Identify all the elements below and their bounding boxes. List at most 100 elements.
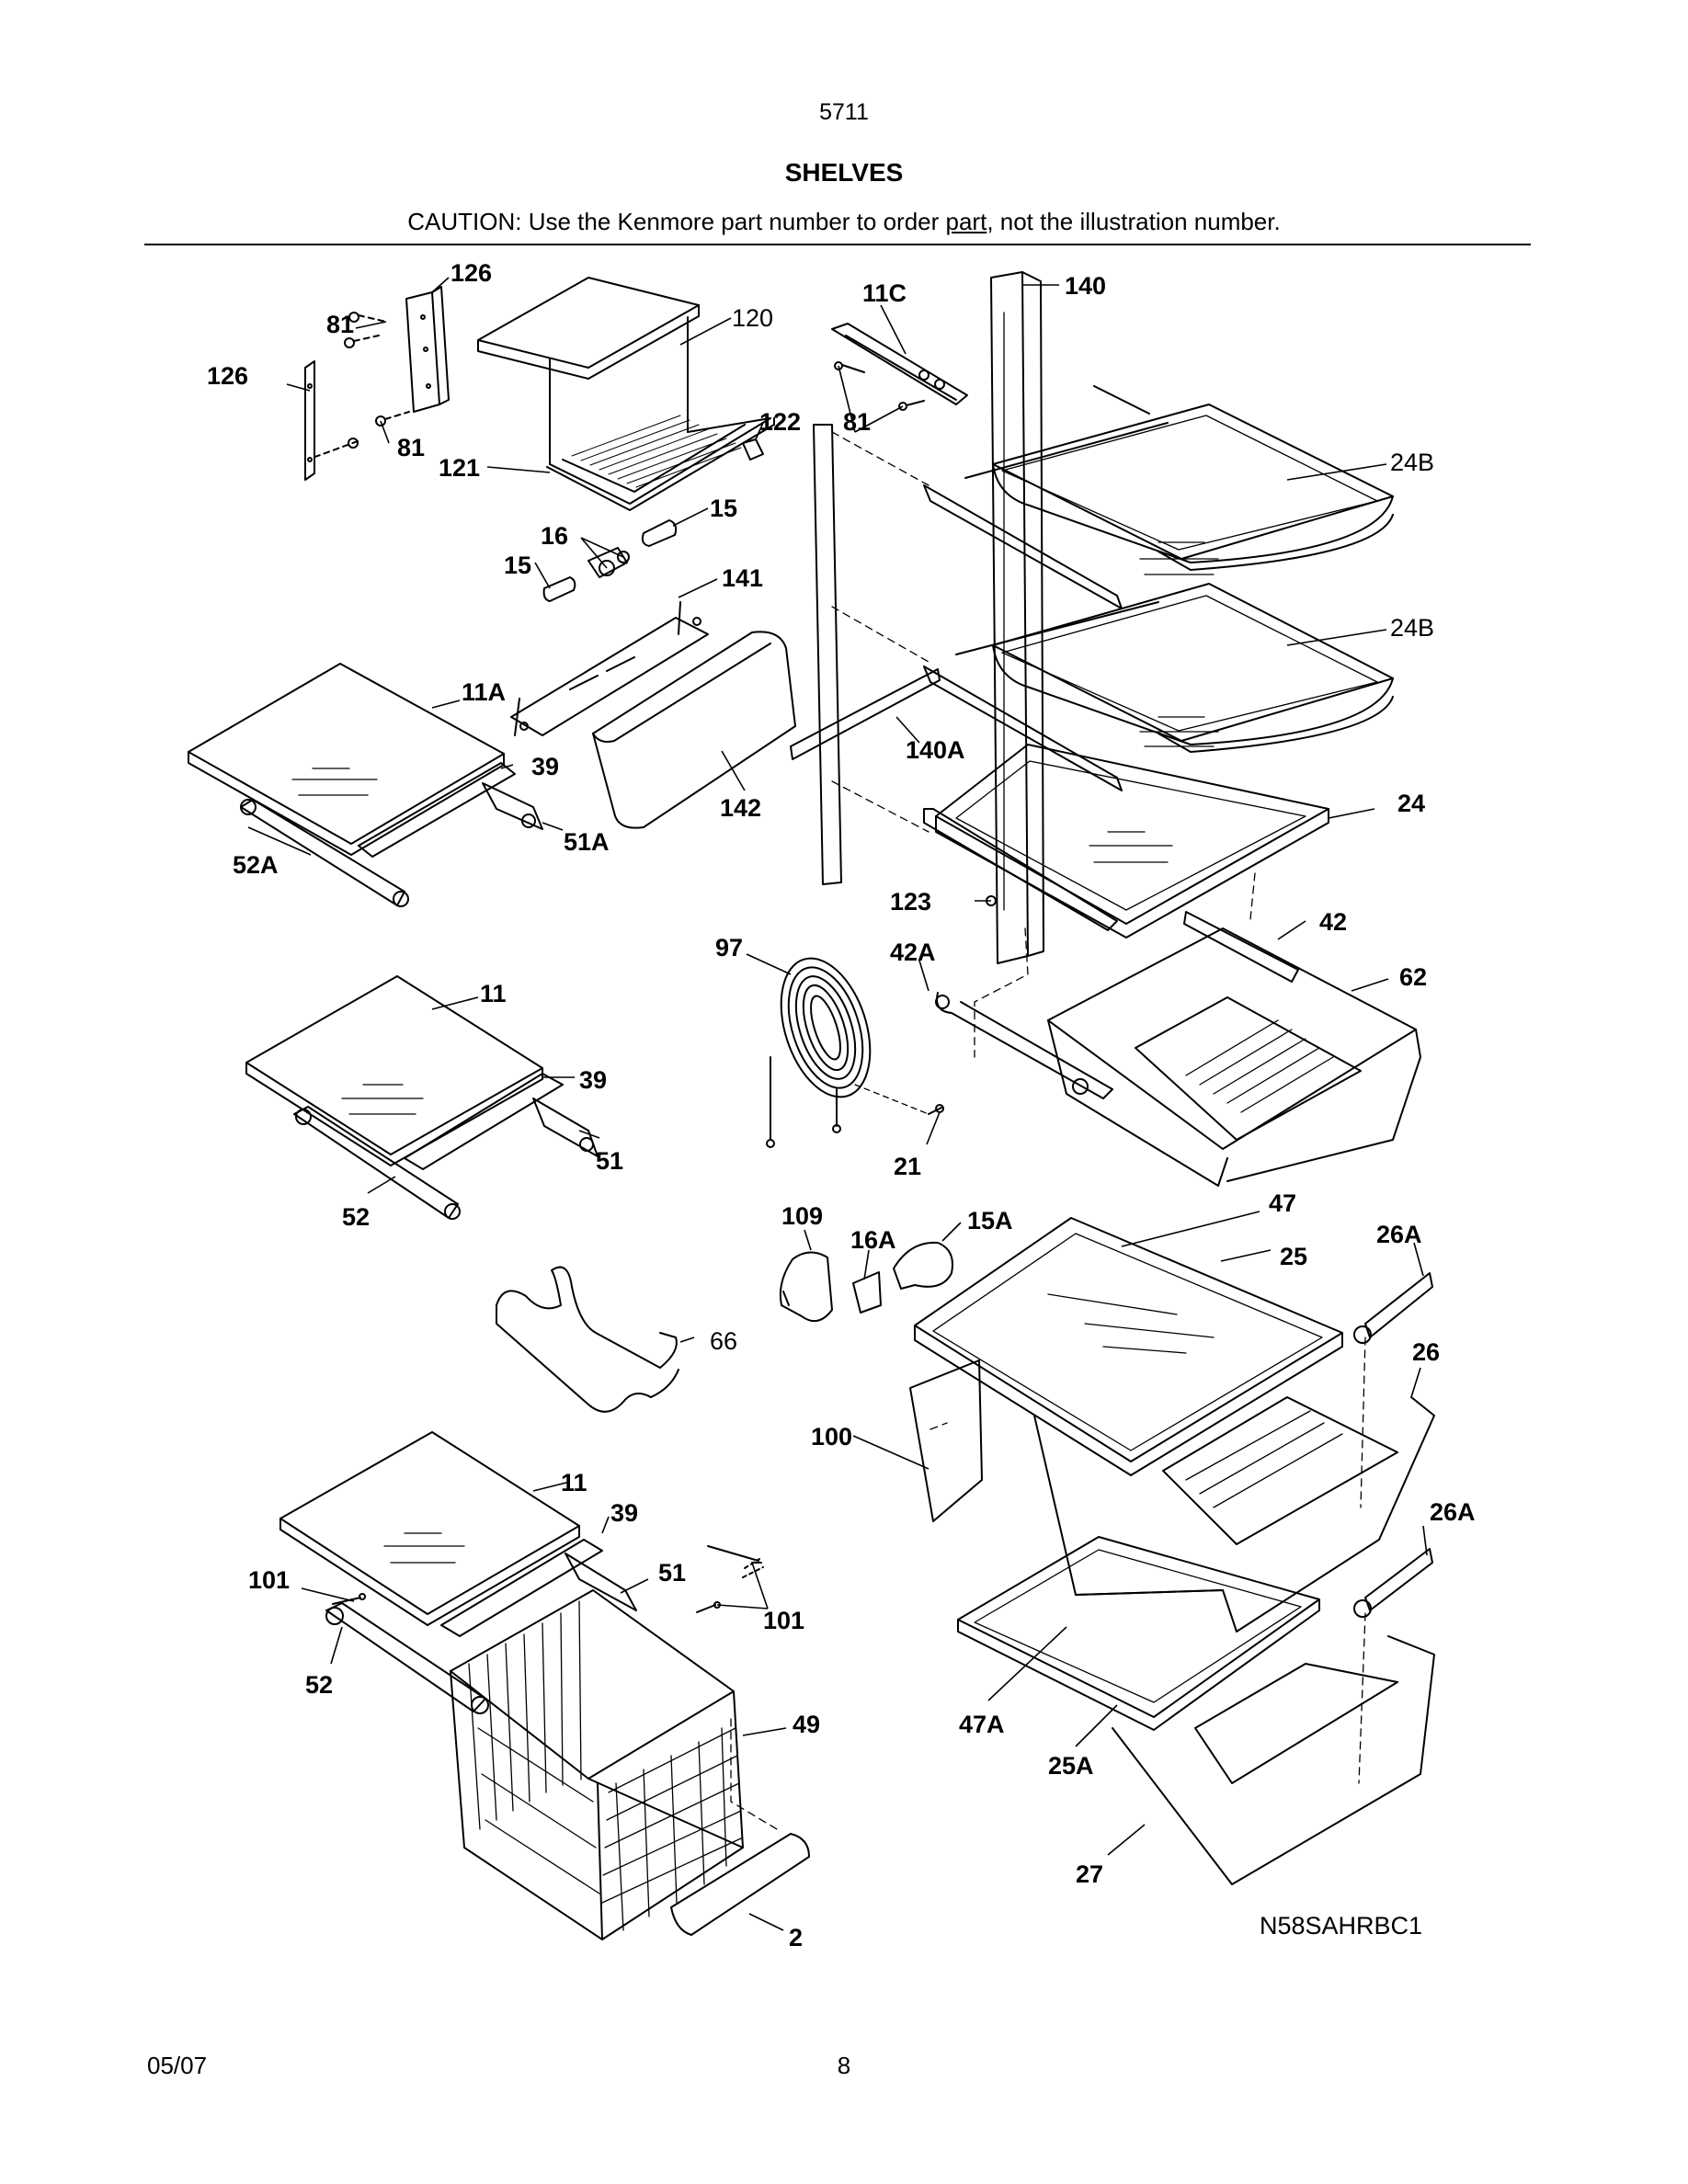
shelf-trim-39-top <box>358 762 516 858</box>
callout-52-a: 52 <box>342 1203 370 1231</box>
callout-47A: 47A <box>959 1711 1005 1738</box>
callout-126-a: 126 <box>451 259 492 287</box>
shelf-24-bracket <box>923 808 1118 931</box>
bulb-15-right <box>641 519 678 547</box>
bracket-126-right <box>405 286 450 413</box>
callout-81-b: 81 <box>397 434 425 461</box>
shelf-24B-lower-bracket <box>923 601 1159 791</box>
callout-42A: 42A <box>890 938 936 966</box>
alignment-dashes-lower <box>730 1337 1366 1830</box>
rail-51-middle <box>532 1098 599 1157</box>
clip-122 <box>742 438 764 461</box>
callout-141: 141 <box>722 564 763 592</box>
screws-81-right <box>834 361 925 411</box>
wire-basket-49-wires <box>468 1600 742 1931</box>
wine-rack-66 <box>496 1266 679 1413</box>
callout-42: 42 <box>1319 908 1347 936</box>
light-cover-142 <box>592 631 796 829</box>
callout-123: 123 <box>890 888 931 916</box>
callout-51A: 51A <box>564 828 610 856</box>
callout-142: 142 <box>720 794 761 822</box>
bracket-26A-upper <box>1353 1272 1433 1344</box>
shelf-120 <box>477 277 775 511</box>
basket-trim-2 <box>670 1833 810 1936</box>
cover-strip-11C <box>831 323 968 405</box>
callout-122: 122 <box>759 408 801 436</box>
glass-shelf-11-bottom <box>279 1431 580 1626</box>
caution-text-end: , not the illustration number. <box>987 208 1281 235</box>
callout-11A: 11A <box>462 678 506 706</box>
callout-15-b: 15 <box>504 552 531 579</box>
header-rule <box>144 244 1531 245</box>
callout-81-a: 81 <box>326 311 354 338</box>
glass-shelf-11-middle <box>245 975 543 1166</box>
rail-42A <box>935 992 1113 1099</box>
callout-109: 109 <box>781 1202 823 1230</box>
callout-27: 27 <box>1076 1860 1103 1888</box>
caution-note: CAUTION: Use the Kenmore part number to … <box>0 208 1688 236</box>
callout-26: 26 <box>1412 1338 1440 1366</box>
glass-shelf-11A <box>188 663 505 856</box>
callout-47: 47 <box>1269 1189 1296 1217</box>
callout-11C: 11C <box>862 279 907 307</box>
callout-16A: 16A <box>850 1226 896 1254</box>
callout-120: 120 <box>732 304 773 332</box>
glass-shelf-47A <box>957 1536 1320 1731</box>
bulb-15A <box>893 1241 953 1290</box>
shelf-trim-39-bottom <box>440 1539 603 1637</box>
shelf-120-grille <box>571 415 742 488</box>
callout-24B-b: 24B <box>1390 614 1434 642</box>
callout-24B-a: 24B <box>1390 449 1434 476</box>
crisper-26 <box>1033 1396 1435 1632</box>
lamp-housing-109 <box>779 1251 833 1323</box>
rail-51-bottom <box>565 1553 637 1611</box>
wire-basket-49 <box>450 1589 744 1940</box>
panel-100 <box>909 1359 983 1522</box>
callout-21: 21 <box>894 1153 921 1180</box>
caution-text-underlined: part <box>945 208 987 235</box>
rail-140A <box>790 424 941 885</box>
callout-101-a: 101 <box>248 1566 290 1594</box>
callout-97: 97 <box>715 934 743 961</box>
shelf-24B-upper <box>992 404 1394 575</box>
alignment-dashes <box>831 431 1256 1058</box>
water-tubing-97 <box>766 957 872 1148</box>
callout-140A: 140A <box>906 736 965 764</box>
callout-51-b: 51 <box>658 1559 686 1587</box>
callout-15-a: 15 <box>710 495 737 522</box>
rail-52-bottom <box>325 1602 489 1714</box>
rail-42 <box>1183 911 1299 983</box>
callout-39-c: 39 <box>610 1499 638 1527</box>
callout-66: 66 <box>710 1327 737 1355</box>
crisper-62 <box>1047 927 1421 1187</box>
callout-25: 25 <box>1280 1243 1307 1270</box>
page-title: SHELVES <box>784 158 904 187</box>
callout-100: 100 <box>811 1423 852 1450</box>
socket-16 <box>587 547 630 578</box>
callout-140: 140 <box>1065 272 1106 300</box>
footer-date: 05/07 <box>147 2052 208 2079</box>
callout-26A-a: 26A <box>1376 1221 1422 1248</box>
callout-52-b: 52 <box>305 1671 333 1699</box>
caution-text-start: CAUTION: Use the Kenmore part number to … <box>407 208 946 235</box>
page-code: 5711 <box>819 99 869 125</box>
glass-shelf-47 <box>914 1217 1343 1476</box>
bulb-15-left <box>542 576 576 602</box>
light-bracket-141 <box>510 601 709 736</box>
callout-126-b: 126 <box>207 362 248 390</box>
rail-52A <box>240 799 409 907</box>
leader-lines <box>247 277 1428 1931</box>
shelf-24B-lower <box>992 583 1394 753</box>
rail-140 <box>990 271 1044 964</box>
lamp-socket-16A <box>852 1271 882 1314</box>
callout-labels: 126 81 126 81 120 121 122 11C 81 140 24B… <box>207 259 1476 1951</box>
screws-81-top <box>312 312 410 459</box>
callout-81-c: 81 <box>843 408 871 436</box>
shelf-24 <box>935 744 1329 938</box>
callout-62: 62 <box>1399 963 1427 991</box>
callout-49: 49 <box>793 1711 820 1738</box>
callout-39-a: 39 <box>531 753 559 780</box>
callout-121: 121 <box>439 454 480 482</box>
crisper-27 <box>1112 1635 1435 1885</box>
